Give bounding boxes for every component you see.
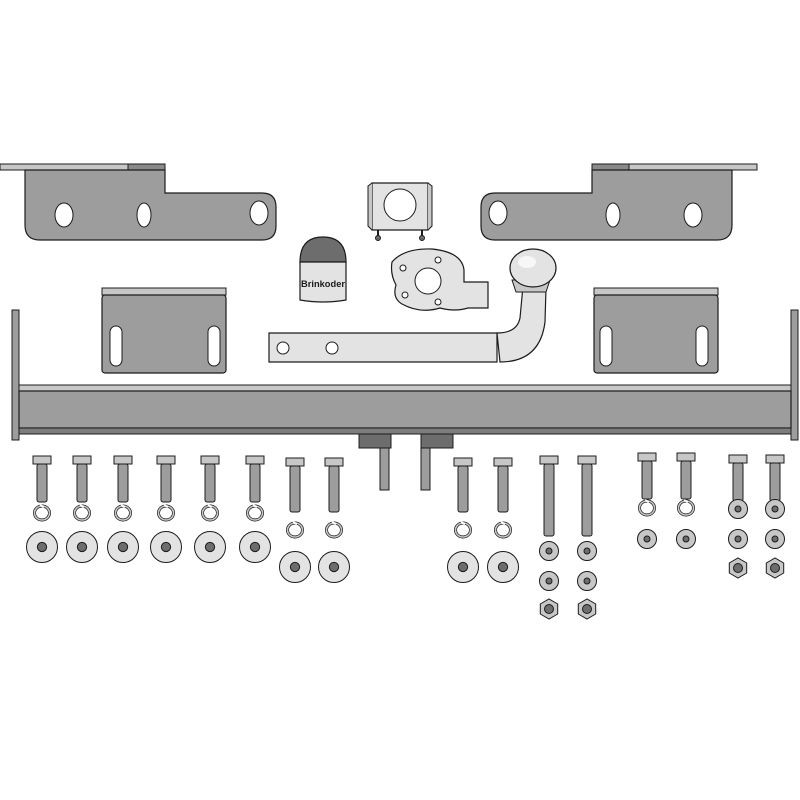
bolt (32, 455, 52, 503)
flat-washer (577, 541, 597, 561)
bolt (577, 455, 597, 537)
spring-washer (494, 521, 512, 539)
flat-washer (447, 551, 479, 583)
crossbar-beam (11, 309, 799, 491)
mounting-bracket-left (0, 163, 277, 241)
hardware-set (26, 452, 785, 620)
flat-washer (279, 551, 311, 583)
hex-nut (539, 598, 559, 620)
bolt (156, 455, 176, 503)
flat-washer (539, 541, 559, 561)
side-plate-right (593, 287, 719, 374)
bolt (765, 454, 785, 502)
bolt (200, 455, 220, 503)
flat-washer (239, 531, 271, 563)
spring-washer (677, 499, 695, 517)
flat-washer (577, 571, 597, 591)
hex-nut (728, 557, 748, 579)
spring-washer (201, 504, 219, 522)
hex-nut (577, 598, 597, 620)
flat-washer (107, 531, 139, 563)
side-plate-left (101, 287, 227, 374)
bolt (493, 457, 513, 513)
spring-washer (638, 499, 656, 517)
socket-holder-plate (367, 182, 433, 241)
spring-washer (454, 521, 472, 539)
bolt (728, 454, 748, 502)
mounting-bracket-right (480, 163, 758, 241)
tow-ball-neck (268, 248, 557, 363)
bolt (539, 455, 559, 537)
flat-washer (194, 531, 226, 563)
flat-washer (539, 571, 559, 591)
bolt (453, 457, 473, 513)
flat-washer (728, 499, 748, 519)
flat-washer (676, 529, 696, 549)
spring-washer (33, 504, 51, 522)
bolt (676, 452, 696, 500)
flat-washer (637, 529, 657, 549)
spring-washer (325, 521, 343, 539)
bolt (113, 455, 133, 503)
hex-nut (765, 557, 785, 579)
socket-cover-cap: Brinkoder (299, 236, 347, 303)
spring-washer (286, 521, 304, 539)
flat-washer (66, 531, 98, 563)
bolt (324, 457, 344, 513)
flat-washer (728, 529, 748, 549)
socket-bracket (390, 248, 489, 311)
flat-washer (765, 499, 785, 519)
bolt (637, 452, 657, 500)
bolt (72, 455, 92, 503)
flat-washer (150, 531, 182, 563)
cover-brand-text: Brinkoder (301, 279, 346, 289)
flat-washer (487, 551, 519, 583)
flat-washer (765, 529, 785, 549)
spring-washer (114, 504, 132, 522)
flat-washer (318, 551, 350, 583)
spring-washer (246, 504, 264, 522)
bolt (245, 455, 265, 503)
spring-washer (73, 504, 91, 522)
spring-washer (157, 504, 175, 522)
flat-washer (26, 531, 58, 563)
bolt (285, 457, 305, 513)
